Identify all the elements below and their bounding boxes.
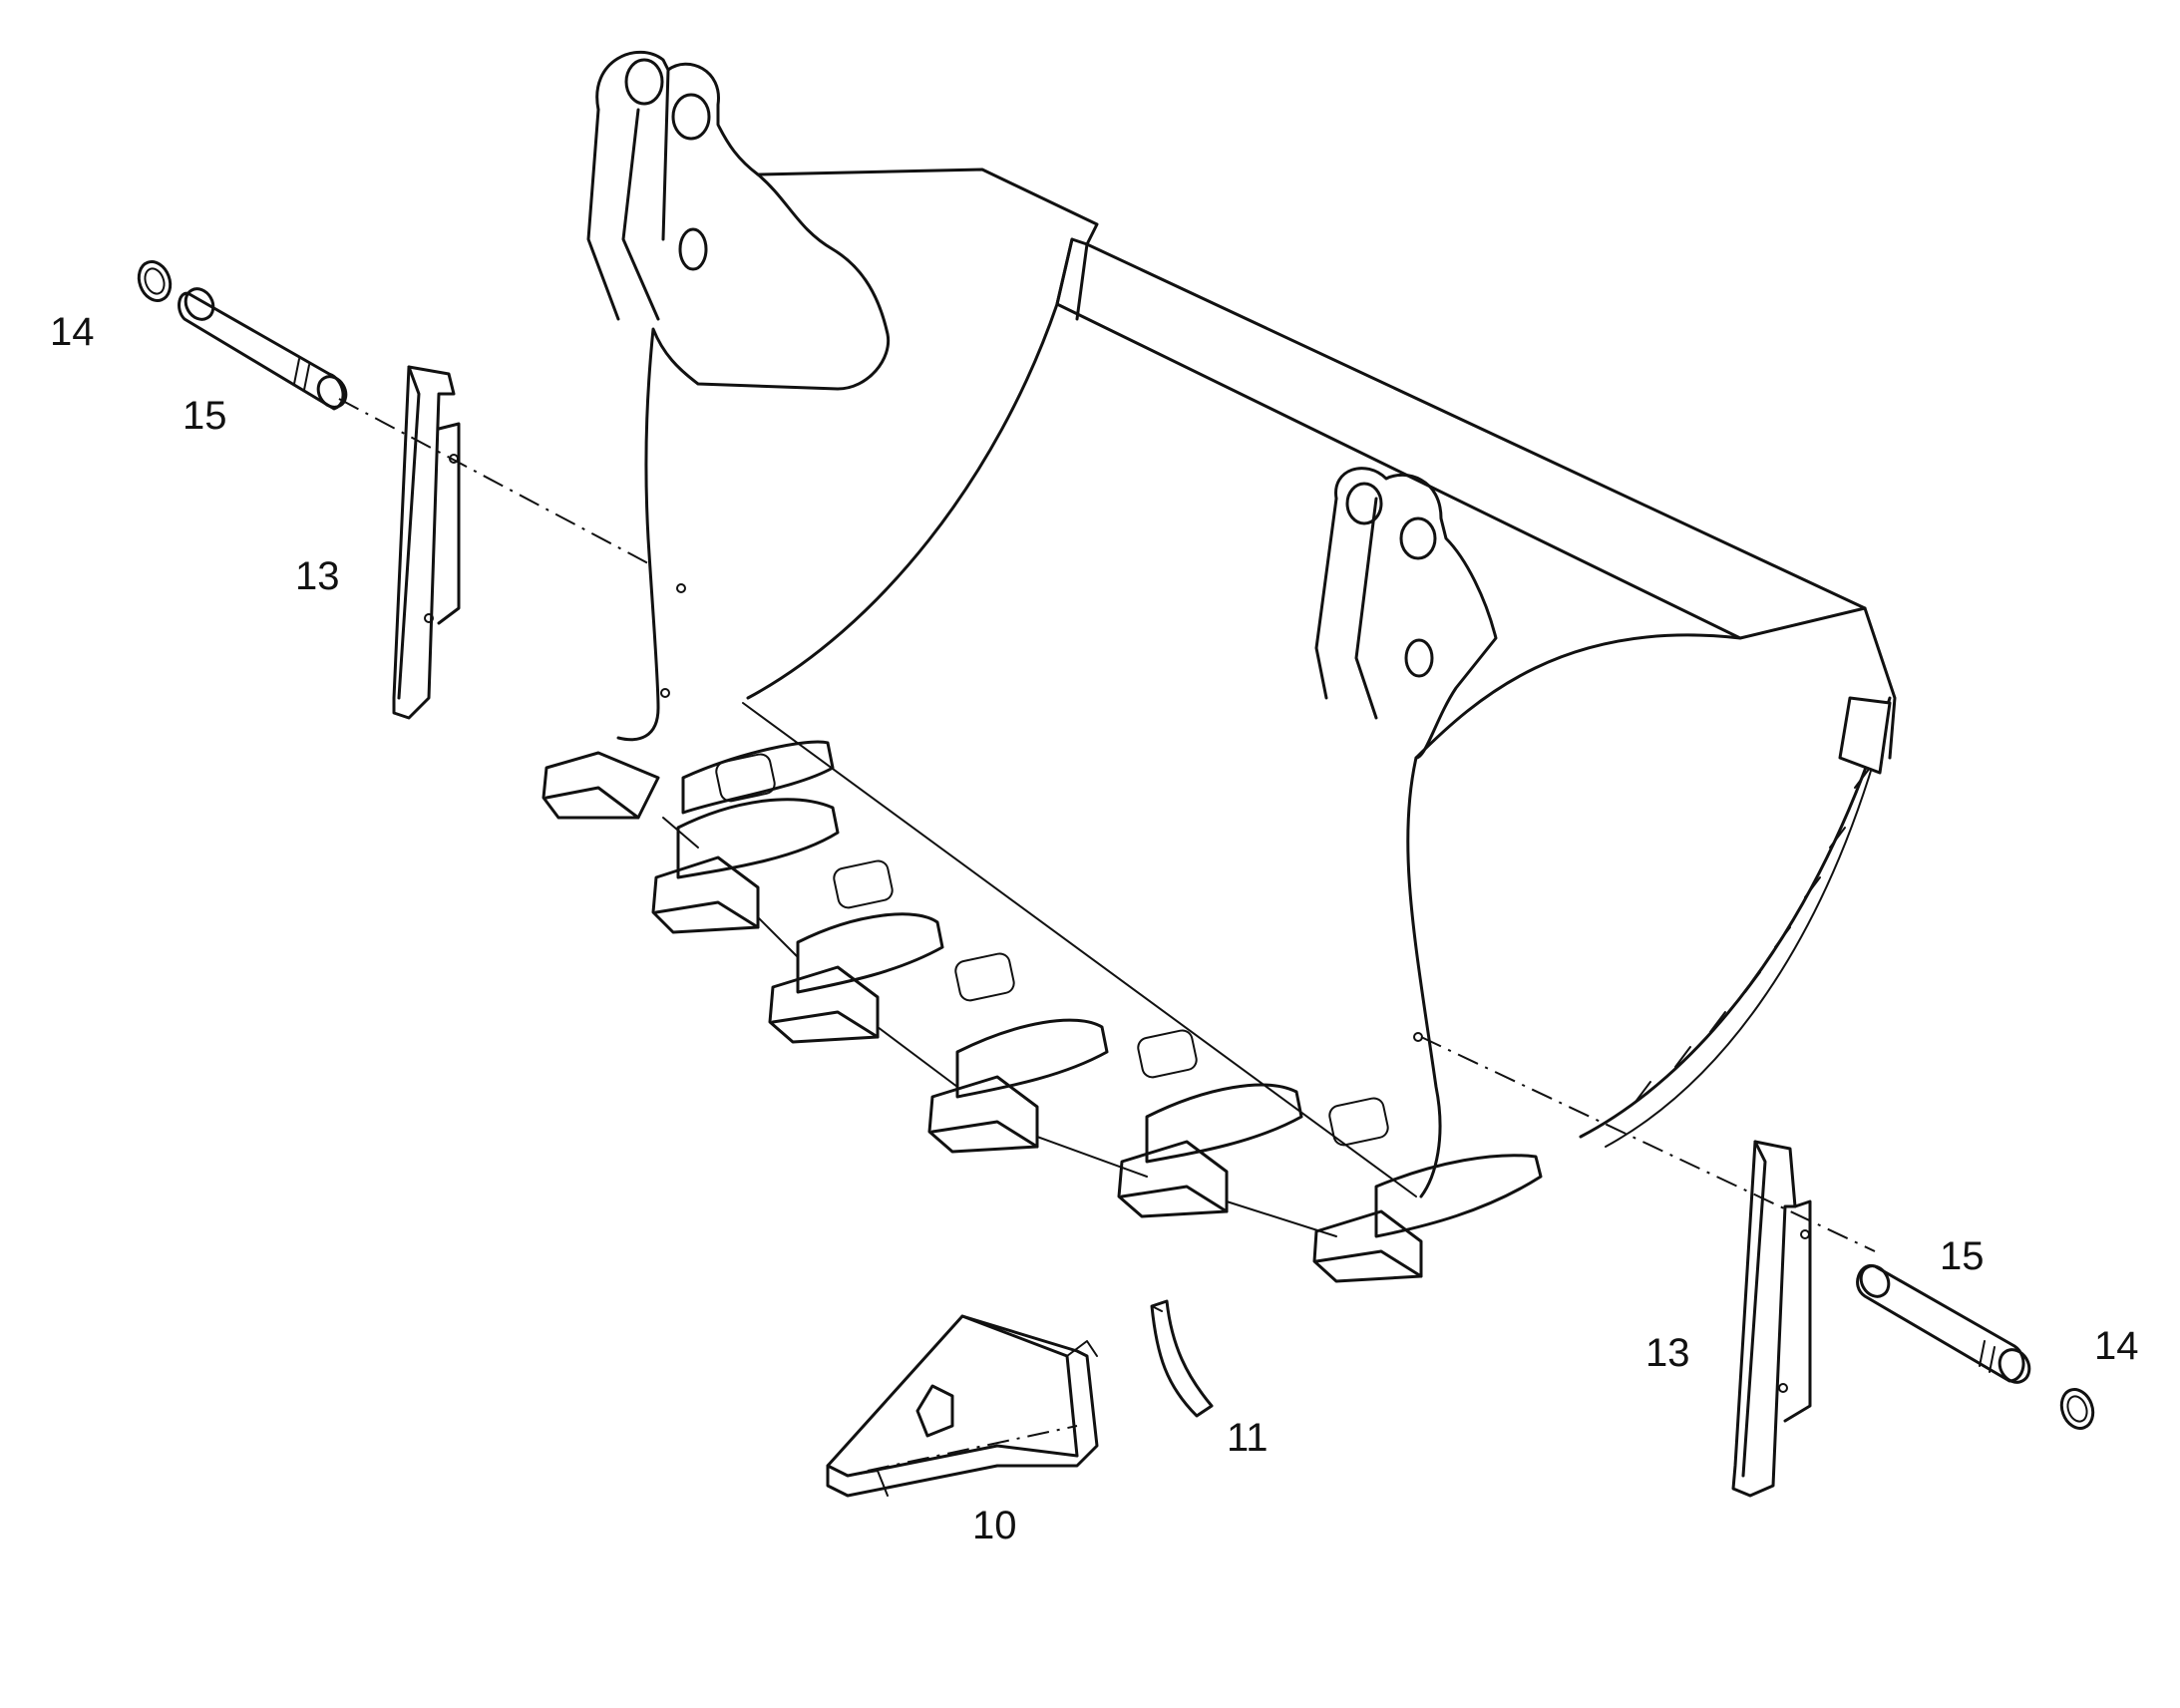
adapter-6 xyxy=(1312,1154,1543,1283)
adapter-4 xyxy=(927,1018,1198,1154)
adapter-1 xyxy=(542,740,835,820)
callout-left-strip-13: 13 xyxy=(295,554,340,598)
right-mount-bracket xyxy=(1314,467,1498,1042)
left-ring-part-14 xyxy=(137,260,173,302)
callout-left-ring-14: 14 xyxy=(50,310,95,354)
left-pin-part-15 xyxy=(178,287,348,411)
callout-pin-11: 11 xyxy=(1227,1416,1269,1460)
tooth-part-10 xyxy=(826,1314,1099,1498)
left-strip-part-13 xyxy=(392,365,461,720)
callout-right-ring-14: 14 xyxy=(2094,1324,2139,1368)
callout-tooth-10: 10 xyxy=(972,1504,1017,1547)
tooth-row xyxy=(542,740,1543,1283)
left-mount-bracket xyxy=(586,50,891,742)
adapter-3 xyxy=(768,912,1015,1044)
right-pin-part-15 xyxy=(1856,1263,2031,1384)
right-ring-part-14 xyxy=(2059,1388,2095,1430)
right-strip-part-13 xyxy=(1731,1140,1812,1498)
callout-right-strip-13: 13 xyxy=(1645,1331,1690,1375)
bucket-body xyxy=(742,168,1897,1198)
adapter-2 xyxy=(651,798,894,934)
callout-left-pin-15: 15 xyxy=(182,394,227,438)
left-pin-centerline xyxy=(338,398,649,564)
adapter-5 xyxy=(1117,1083,1389,1218)
callout-right-pin-15: 15 xyxy=(1940,1234,1985,1278)
pin-part-11 xyxy=(1150,1299,1214,1418)
right-pin-centerline xyxy=(1420,1036,1876,1252)
